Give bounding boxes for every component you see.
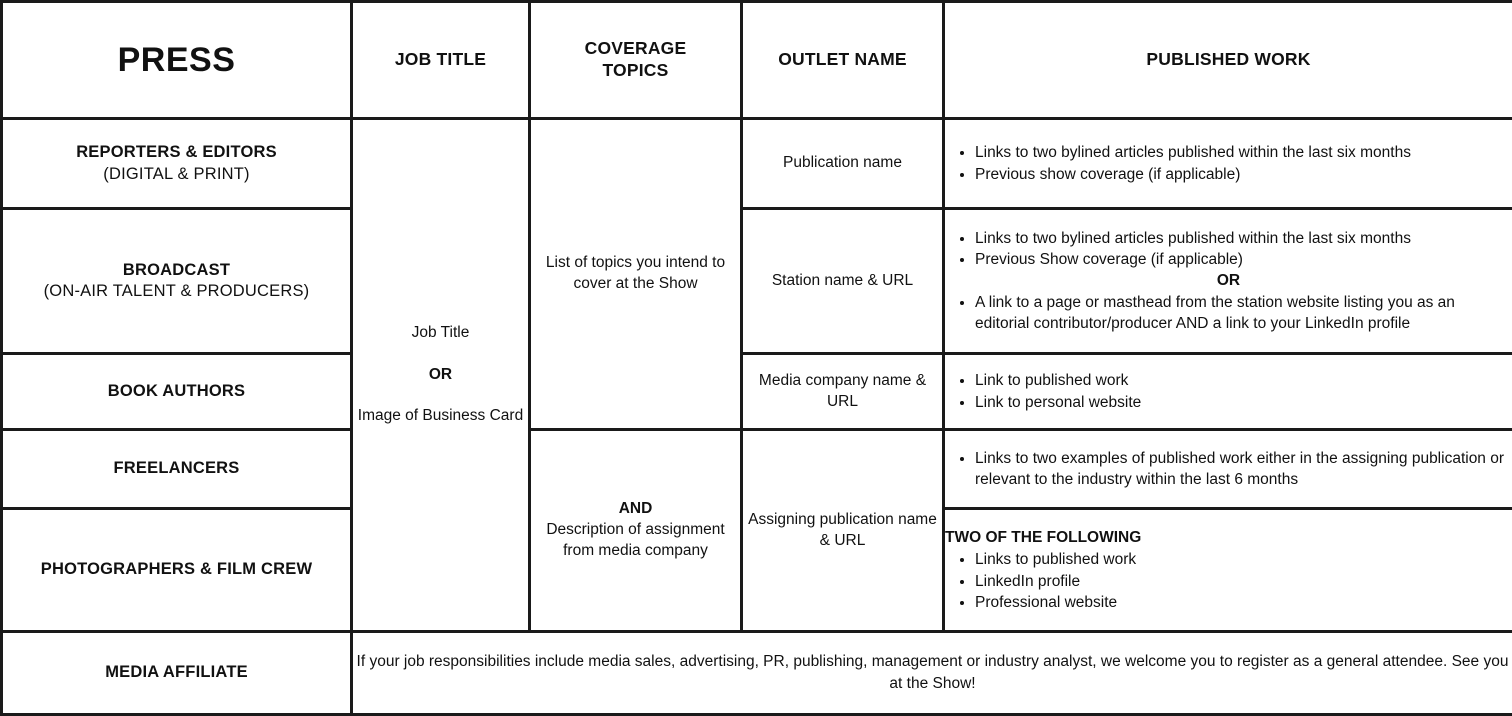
published-work-photographers-list: Links to published work LinkedIn profile…	[945, 549, 1512, 613]
list-item: Links to published work	[975, 549, 1512, 570]
category-label-main: PHOTOGRAPHERS & FILM CREW	[3, 559, 350, 580]
list-item: LinkedIn profile	[975, 571, 1512, 592]
published-work-freelancers-list: Links to two examples of published work …	[945, 448, 1512, 491]
list-item: A link to a page or masthead from the st…	[975, 292, 1512, 335]
header-coverage-topics-line1: COVERAGE	[585, 38, 687, 58]
outlet-name-broadcast: Station name & URL	[742, 209, 944, 354]
category-reporters-editors: REPORTERS & EDITORS (DIGITAL & PRINT)	[2, 119, 352, 209]
category-label-sub: (DIGITAL & PRINT)	[3, 164, 350, 185]
job-title-cell: Job Title OR Image of Business Card	[352, 119, 530, 632]
category-label-main: BROADCAST	[3, 260, 350, 281]
list-item: Professional website	[975, 592, 1512, 613]
list-item: Link to personal website	[975, 392, 1512, 413]
outlet-name-book-authors: Media company name & URL	[742, 354, 944, 430]
job-title-or: OR	[353, 365, 528, 386]
category-label-sub: (ON-AIR TALENT & PRODUCERS)	[3, 281, 350, 302]
published-work-photographers: TWO OF THE FOLLOWING Links to published …	[944, 509, 1512, 632]
job-title-line1: Job Title	[353, 323, 528, 344]
header-published-work: PUBLISHED WORK	[944, 2, 1512, 119]
coverage-topics-cell-bottom: AND Description of assignment from media…	[530, 430, 742, 632]
published-work-broadcast-or: OR	[945, 270, 1512, 291]
list-item: Links to two bylined articles published …	[975, 228, 1512, 249]
category-broadcast: BROADCAST (ON-AIR TALENT & PRODUCERS)	[2, 209, 352, 354]
header-press: PRESS	[2, 2, 352, 119]
category-book-authors: BOOK AUTHORS	[2, 354, 352, 430]
header-coverage-topics-line2: TOPICS	[602, 60, 668, 80]
header-outlet-name: OUTLET NAME	[742, 2, 944, 119]
outlet-name-reporters: Publication name	[742, 119, 944, 209]
category-label-main: FREELANCERS	[3, 458, 350, 479]
job-title-line2: Image of Business Card	[353, 406, 528, 427]
list-item: Link to published work	[975, 370, 1512, 391]
published-work-book-authors: Link to published work Link to personal …	[944, 354, 1512, 430]
list-item: Links to two examples of published work …	[975, 448, 1512, 491]
list-item: Links to two bylined articles published …	[975, 142, 1512, 163]
coverage-topics-and: AND	[531, 499, 740, 520]
list-item: Previous Show coverage (if applicable)	[975, 249, 1512, 270]
coverage-topics-description: Description of assignment from media com…	[531, 520, 740, 562]
published-work-reporters: Links to two bylined articles published …	[944, 119, 1512, 209]
category-label-main: MEDIA AFFILIATE	[3, 662, 350, 683]
table-header-row: PRESS JOB TITLE COVERAGE TOPICS OUTLET N…	[2, 2, 1512, 119]
table-row-freelancers: FREELANCERS AND Description of assignmen…	[2, 430, 1512, 509]
table-row-media-affiliate: MEDIA AFFILIATE If your job responsibili…	[2, 632, 1512, 715]
published-work-freelancers: Links to two examples of published work …	[944, 430, 1512, 509]
table-row-broadcast: BROADCAST (ON-AIR TALENT & PRODUCERS) St…	[2, 209, 1512, 354]
category-photographers-film-crew: PHOTOGRAPHERS & FILM CREW	[2, 509, 352, 632]
category-media-affiliate: MEDIA AFFILIATE	[2, 632, 352, 715]
published-work-broadcast-list-after: A link to a page or masthead from the st…	[945, 292, 1512, 335]
media-affiliate-note: If your job responsibilities include med…	[352, 632, 1512, 715]
published-work-reporters-list: Links to two bylined articles published …	[945, 142, 1512, 185]
category-label-main: BOOK AUTHORS	[3, 381, 350, 402]
table-row-reporters-editors: REPORTERS & EDITORS (DIGITAL & PRINT) Jo…	[2, 119, 1512, 209]
list-item: Previous show coverage (if applicable)	[975, 164, 1512, 185]
category-freelancers: FREELANCERS	[2, 430, 352, 509]
header-job-title: JOB TITLE	[352, 2, 530, 119]
coverage-topics-cell-top: List of topics you intend to cover at th…	[530, 119, 742, 430]
published-work-photographers-title: TWO OF THE FOLLOWING	[945, 527, 1512, 548]
published-work-broadcast: Links to two bylined articles published …	[944, 209, 1512, 354]
category-label-main: REPORTERS & EDITORS	[3, 142, 350, 163]
outlet-name-freelancers-photographers: Assigning publication name & URL	[742, 430, 944, 632]
header-coverage-topics: COVERAGE TOPICS	[530, 2, 742, 119]
published-work-book-authors-list: Link to published work Link to personal …	[945, 370, 1512, 413]
table-row-book-authors: BOOK AUTHORS Media company name & URL Li…	[2, 354, 1512, 430]
published-work-broadcast-list-before: Links to two bylined articles published …	[945, 228, 1512, 271]
